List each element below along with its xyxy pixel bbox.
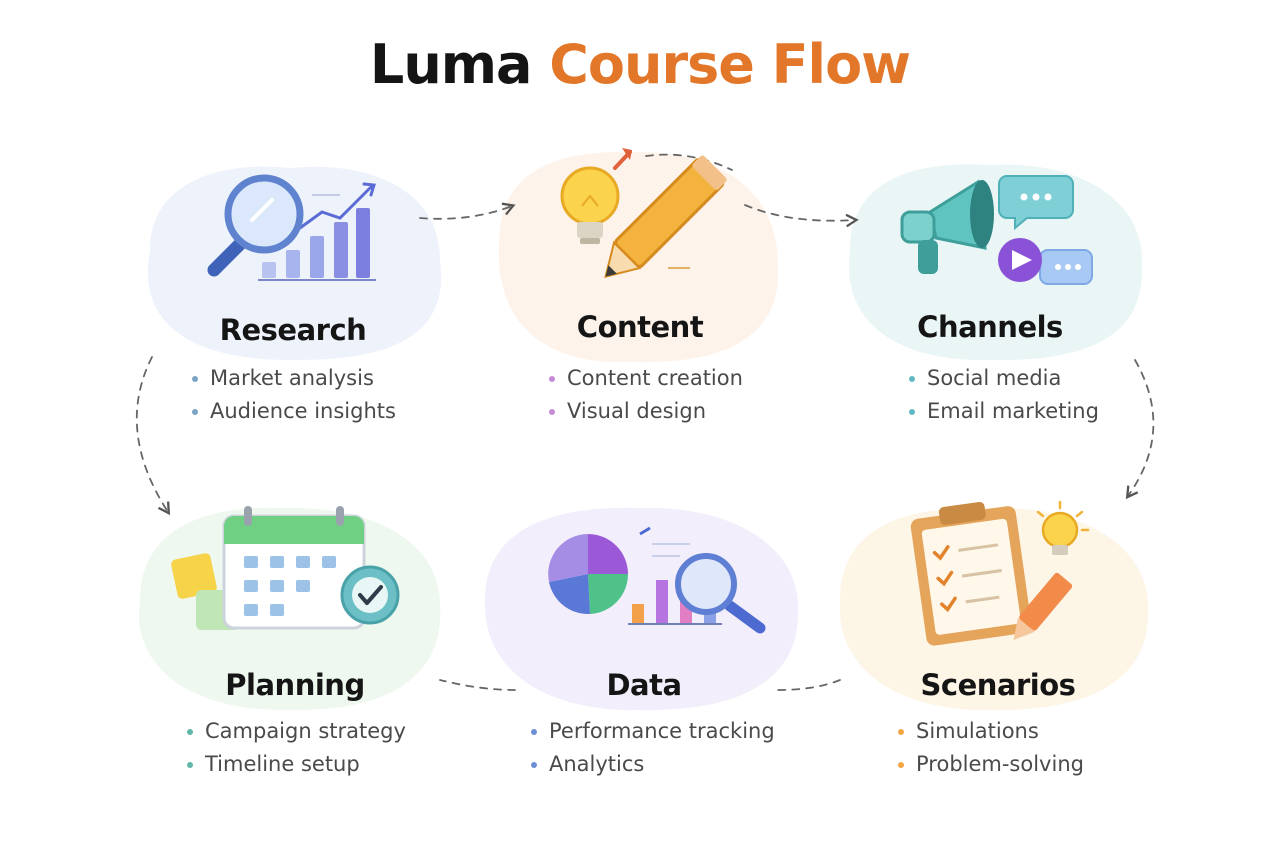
lightbulb-pencil-icon bbox=[560, 148, 727, 278]
data-item-2: Analytics bbox=[529, 748, 775, 781]
title-part-1: Luma bbox=[369, 33, 533, 96]
channels-title: Channels bbox=[917, 310, 1063, 344]
content-item-2: Visual design bbox=[547, 395, 743, 428]
clipboard-checklist-icon bbox=[910, 500, 1090, 646]
scenarios-item-2: Problem-solving bbox=[896, 748, 1084, 781]
scenarios-bullets: Simulations Problem-solving bbox=[896, 715, 1084, 781]
connector-research-content bbox=[419, 202, 516, 220]
content-title: Content bbox=[576, 310, 704, 344]
connector-research-planning bbox=[135, 356, 171, 516]
connector-scenarios-data bbox=[777, 679, 841, 691]
content-item-1: Content creation bbox=[547, 362, 743, 395]
channels-item-1: Social media bbox=[907, 362, 1099, 395]
data-bullets: Performance tracking Analytics bbox=[529, 715, 775, 781]
scenarios-title: Scenarios bbox=[920, 668, 1076, 702]
connector-content-top bbox=[645, 153, 733, 171]
content-bullets: Content creation Visual design bbox=[547, 362, 743, 428]
planning-title: Planning bbox=[225, 668, 365, 702]
planning-bullets: Campaign strategy Timeline setup bbox=[185, 715, 406, 781]
pie-chart-magnifier-icon bbox=[548, 526, 766, 634]
planning-item-2: Timeline setup bbox=[185, 748, 406, 781]
page-title: Luma Course Flow bbox=[0, 30, 1280, 100]
connector-data-planning bbox=[439, 679, 516, 691]
megaphone-chat-icon bbox=[900, 175, 1093, 285]
channels-bullets: Social media Email marketing bbox=[907, 362, 1099, 428]
magnifier-chart-icon bbox=[207, 174, 376, 281]
channels-item-2: Email marketing bbox=[907, 395, 1099, 428]
research-item-1: Market analysis bbox=[190, 362, 396, 395]
research-bullets: Market analysis Audience insights bbox=[190, 362, 396, 428]
connector-content-channels bbox=[744, 204, 859, 228]
data-title: Data bbox=[606, 668, 682, 702]
scenarios-item-1: Simulations bbox=[896, 715, 1084, 748]
flow-connectors bbox=[135, 153, 1155, 691]
title-part-2: Course Flow bbox=[549, 33, 911, 96]
data-item-1: Performance tracking bbox=[529, 715, 775, 748]
connector-channels-scenarios bbox=[1125, 359, 1155, 500]
research-item-2: Audience insights bbox=[190, 395, 396, 428]
planning-item-1: Campaign strategy bbox=[185, 715, 406, 748]
calendar-check-icon bbox=[171, 506, 400, 630]
research-title: Research bbox=[219, 313, 367, 347]
